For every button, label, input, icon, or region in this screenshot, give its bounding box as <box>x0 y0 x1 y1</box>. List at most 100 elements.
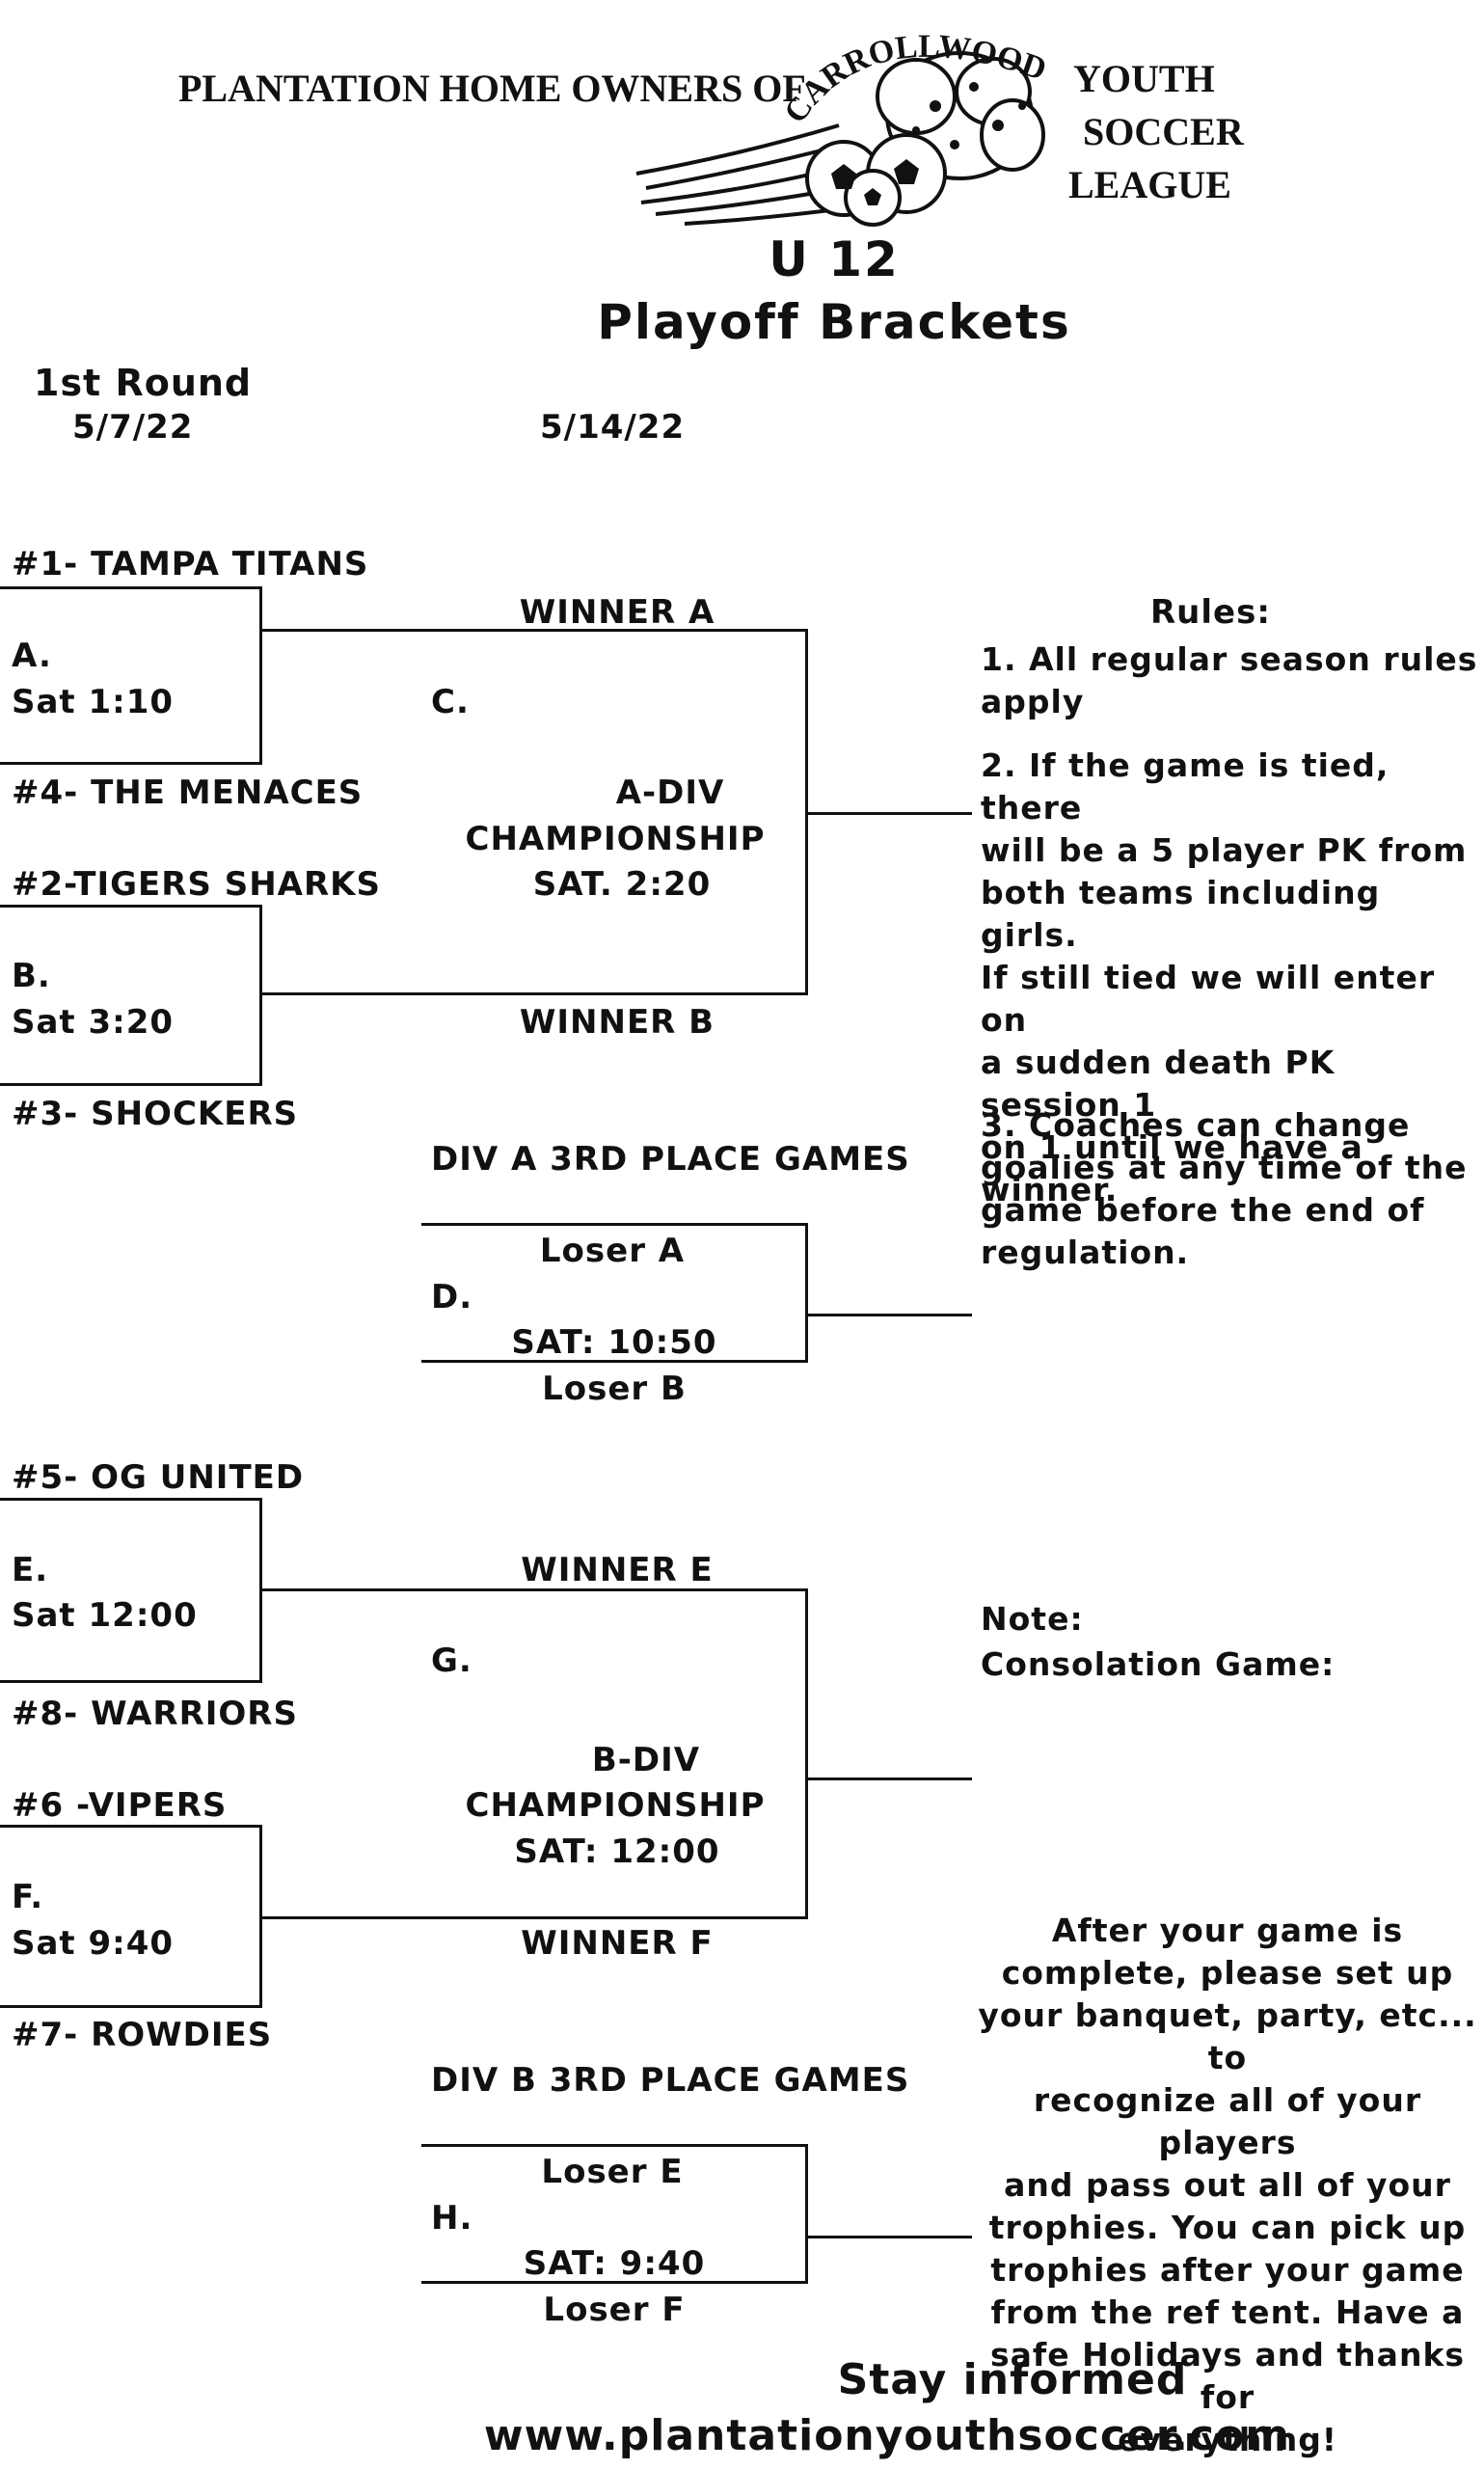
game-f-label: F. <box>12 1878 44 1916</box>
game-e-time: Sat 12:00 <box>12 1596 198 1635</box>
closing-line: complete, please set up <box>1001 1954 1454 1992</box>
closing-line: After your game is <box>1051 1912 1404 1949</box>
bracket-line <box>0 1083 262 1086</box>
bracket-line <box>259 586 262 765</box>
bracket-line <box>808 1314 972 1316</box>
bracket-line <box>0 762 262 765</box>
bracket-line <box>0 1498 262 1501</box>
rule-3-line: regulation. <box>981 1234 1190 1271</box>
round-2-date: 5/14/22 <box>540 408 686 447</box>
rule-2-line: will be a 5 player PK from <box>981 831 1468 869</box>
closing-line: your banquet, party, etc... to <box>978 1996 1477 2076</box>
org-name-left: PLANTATION HOME OWNERS OF <box>178 67 806 110</box>
bracket-line <box>259 905 262 1086</box>
game-a-label: A. <box>12 637 52 675</box>
div-a-third-place-title: DIV A 3RD PLACE GAMES <box>431 1140 910 1179</box>
team-seed-1: #1- TAMPA TITANS <box>12 545 369 583</box>
bracket-line <box>421 2144 808 2147</box>
game-g-label: G. <box>431 1641 472 1680</box>
bracket-line <box>808 2236 972 2238</box>
game-h-label: H. <box>431 2199 473 2238</box>
team-seed-4: #4- THE MENACES <box>12 773 364 812</box>
bracket-line <box>805 1223 808 1363</box>
rule-1-line-1: 1. All regular season rules <box>981 640 1478 678</box>
rule-2-line: on 1 until we have a winner. <box>981 1128 1363 1208</box>
bracket-line <box>805 1588 808 1919</box>
soccer-ball-tree-icon: CARROLLWOOD <box>635 29 1051 227</box>
bracket-line <box>808 1777 972 1780</box>
bracket-line <box>0 905 262 908</box>
org-name-soccer: SOCCER <box>1083 110 1244 153</box>
game-e-label: E. <box>12 1551 49 1589</box>
org-name-league: LEAGUE <box>1068 163 1231 206</box>
team-seed-3: #3- SHOCKERS <box>12 1095 299 1133</box>
a-div-championship-line-2: CHAMPIONSHIP <box>465 820 766 858</box>
bracket-line <box>421 1360 808 1363</box>
bracket-line <box>0 586 262 589</box>
game-c-label: C. <box>431 683 470 721</box>
winner-f-label: WINNER F <box>521 1924 714 1963</box>
consolation-game-label: Consolation Game: <box>981 1645 1336 1683</box>
rule-3-line: game before the end of <box>981 1191 1425 1229</box>
closing-line: recognize all of your players <box>1033 2081 1422 2161</box>
rule-1: 1. All regular season rules apply <box>981 638 1477 723</box>
website-link[interactable]: www.plantationyouthsoccer.com <box>483 2411 1291 2460</box>
game-d-label: D. <box>431 1278 473 1316</box>
loser-f-label: Loser F <box>543 2291 686 2329</box>
rule-1-line-2: apply <box>981 683 1085 720</box>
game-h-time: SAT: 9:40 <box>523 2244 706 2283</box>
game-b-label: B. <box>12 957 51 995</box>
rule-2-line: 2. If the game is tied, there <box>981 746 1390 827</box>
game-f-time: Sat 9:40 <box>12 1924 175 1963</box>
rule-2: 2. If the game is tied, there will be a … <box>981 745 1484 1211</box>
a-div-championship-line-1: A-DIV <box>615 773 725 812</box>
game-d-time: SAT: 10:50 <box>511 1323 717 1362</box>
age-group-title: U 12 <box>769 231 900 287</box>
winner-a-label: WINNER A <box>519 593 715 632</box>
rule-3-line: 3. Coaches can change <box>981 1106 1411 1144</box>
note-label: Note: <box>981 1600 1084 1638</box>
closing-message: After your game is complete, please set … <box>967 1910 1484 2461</box>
b-div-championship-line-1: B-DIV <box>591 1741 701 1779</box>
a-div-championship-time: SAT. 2:20 <box>532 865 712 904</box>
winner-b-label: WINNER B <box>519 1003 715 1042</box>
team-seed-2: #2-TIGERS SHARKS <box>12 865 382 904</box>
closing-line: safe Holidays and thanks for <box>989 2336 1466 2416</box>
loser-a-label: Loser A <box>539 1232 686 1270</box>
rule-2-line: both teams including girls. <box>981 874 1381 954</box>
league-logo: CARROLLWOOD <box>627 10 1090 227</box>
loser-b-label: Loser B <box>542 1370 687 1408</box>
loser-e-label: Loser E <box>541 2153 684 2191</box>
org-name-youth: YOUTH <box>1073 57 1215 100</box>
bracket-line <box>259 1825 262 2008</box>
closing-line: and pass out all of your <box>1004 2166 1451 2204</box>
round-1-date: 5/7/22 <box>72 408 194 447</box>
rule-2-line: If still tied we will enter on <box>981 959 1436 1039</box>
bracket-line <box>259 1498 262 1683</box>
b-div-championship-line-2: CHAMPIONSHIP <box>465 1786 766 1825</box>
b-div-championship-time: SAT: 12:00 <box>514 1832 720 1871</box>
team-seed-6: #6 -VIPERS <box>12 1786 228 1825</box>
div-b-third-place-title: DIV B 3RD PLACE GAMES <box>431 2061 910 2100</box>
bracket-line <box>805 2144 808 2284</box>
bracket-line <box>421 2281 808 2284</box>
team-seed-5: #5- OG UNITED <box>12 1458 305 1497</box>
game-a-time: Sat 1:10 <box>12 683 175 721</box>
bracket-line <box>262 629 808 632</box>
bracket-line <box>421 1223 808 1226</box>
bracket-line <box>805 629 808 995</box>
closing-line: trophies. You can pick up <box>988 2209 1467 2246</box>
note: Note: Consolation Game: <box>981 1596 1335 1687</box>
closing-line: everything! <box>1118 2421 1337 2458</box>
team-seed-7: #7- ROWDIES <box>12 2016 273 2054</box>
bracket-line <box>0 1825 262 1828</box>
rule-3: 3. Coaches can change goalies at any tim… <box>981 1104 1468 1274</box>
winner-e-label: WINNER E <box>521 1551 714 1589</box>
bracket-line <box>808 812 972 815</box>
closing-line: trophies after your game <box>990 2251 1465 2289</box>
first-round-label: 1st Round <box>34 362 253 404</box>
closing-line: from the ref tent. Have a <box>990 2293 1465 2331</box>
stay-informed-text: Stay informed <box>837 2355 1188 2404</box>
bracket-line <box>0 2005 262 2008</box>
game-b-time: Sat 3:20 <box>12 1003 175 1042</box>
